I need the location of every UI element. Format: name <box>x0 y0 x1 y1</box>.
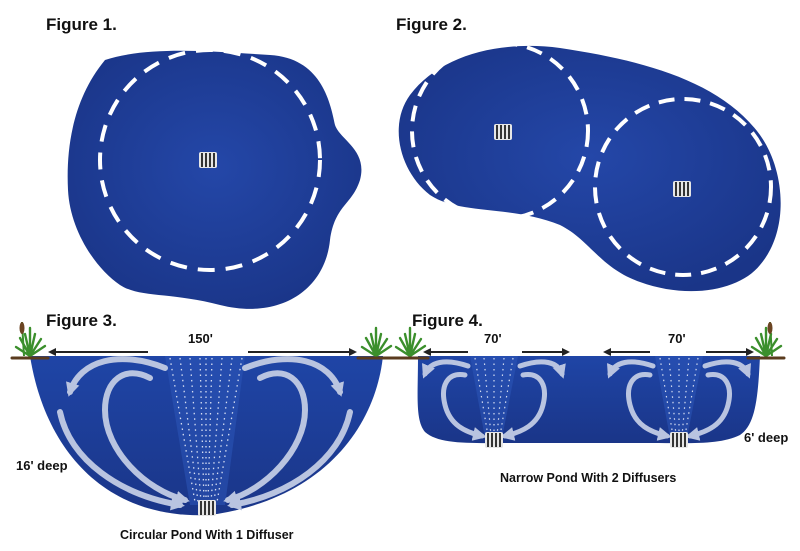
figure-2-coverage-circle-left <box>410 41 590 221</box>
diffuser-icon <box>199 152 217 168</box>
diffuser-icon <box>198 500 216 516</box>
figure-3-width-label: 150' <box>188 331 213 346</box>
figure-2-pond <box>398 45 781 292</box>
figure-4-width-left-label: 70' <box>484 331 502 346</box>
grass-icon <box>356 326 396 360</box>
diffuser-icon <box>673 181 691 197</box>
figure-2-title: Figure 2. <box>396 15 467 34</box>
grass-icon <box>390 326 430 360</box>
figure-3-depth-label: 16' deep <box>16 458 68 473</box>
figure-4-depth-label: 6' deep <box>744 430 788 445</box>
figure-4-bubble-plume-left <box>470 356 518 438</box>
figure-1-title: Figure 1. <box>46 15 117 34</box>
diffuser-icon <box>494 124 512 140</box>
diffuser-icon <box>670 432 688 448</box>
figure-4-bubble-plume-right <box>655 356 703 438</box>
flow-arrow-icon <box>57 356 353 511</box>
grass-icon <box>746 326 786 360</box>
figure-3-caption: Circular Pond With 1 Diffuser <box>120 528 294 542</box>
diffuser-icon <box>485 432 503 448</box>
figure-4-width-right-label: 70' <box>668 331 686 346</box>
figure-1-coverage-circle <box>98 48 322 272</box>
figure-4-caption: Narrow Pond With 2 Diffusers <box>500 471 676 485</box>
flow-arrow-icon <box>422 359 751 441</box>
figure-3-title: Figure 3. <box>46 311 117 330</box>
figure-4-title: Figure 4. <box>412 311 483 330</box>
grass-icon <box>10 326 50 360</box>
figure-3-bubble-plume <box>165 356 245 505</box>
figure-2-coverage-circle-right <box>593 97 773 277</box>
figure-1-pond <box>67 50 362 309</box>
